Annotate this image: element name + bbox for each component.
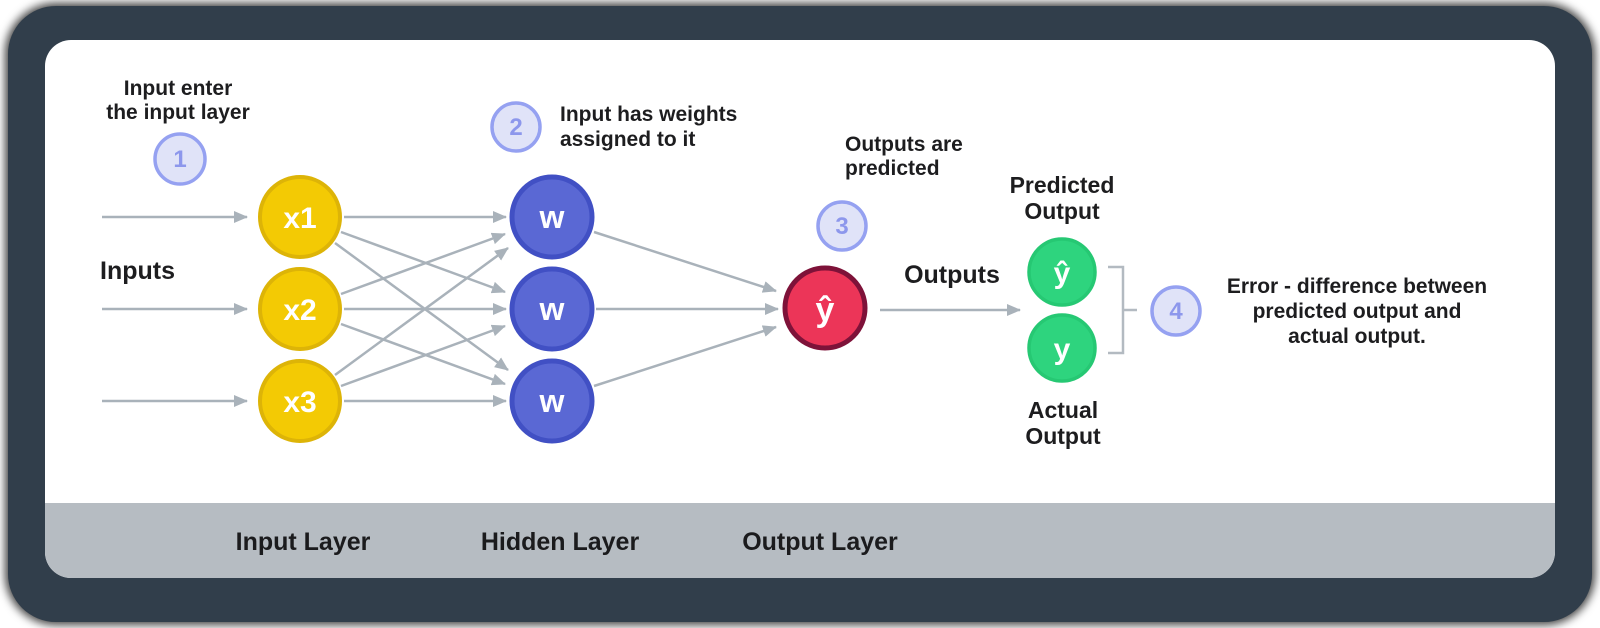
input-node-x2: [258, 267, 342, 351]
predicted-output-node: [1027, 237, 1097, 307]
connection-line: [593, 230, 777, 293]
step-3-badge: [816, 200, 868, 252]
step-4-badge: [1150, 285, 1202, 337]
step-2-badge: [490, 101, 542, 153]
predicted-output-label: Output: [1024, 198, 1100, 224]
step-4-label: predicted output and: [1253, 300, 1462, 323]
step-4-label: Error - difference between: [1227, 275, 1487, 298]
result-nodes: ŷ y: [1027, 237, 1097, 383]
hidden-node-w3-label: w: [539, 383, 565, 419]
hidden-node-w2: [509, 266, 595, 352]
output-node-yhat: [782, 265, 868, 351]
predicted-output-node-label: ŷ: [1054, 257, 1071, 290]
output-node-yhat-label: ŷ: [816, 291, 835, 329]
layer-legend-bar: [45, 503, 1555, 578]
input-node-x2-label: x2: [283, 294, 316, 327]
footer-label-output-layer: Output Layer: [742, 528, 898, 556]
comparison-bracket: [1108, 265, 1137, 355]
step-4-number: 4: [1169, 298, 1183, 325]
output-node-group: ŷ: [782, 265, 868, 351]
step-1-label: Input enter: [124, 77, 233, 100]
step-3-number: 3: [835, 213, 848, 240]
input-to-hidden-connections: [334, 211, 509, 407]
connection-line: [593, 325, 777, 388]
connection-line: [334, 241, 509, 372]
step-2-number: 2: [509, 114, 522, 141]
annotations: Input enter the input layer Input has we…: [100, 77, 1487, 449]
connection-line: [340, 322, 506, 386]
actual-output-label: Output: [1025, 423, 1101, 449]
inputs-label: Inputs: [100, 257, 175, 285]
step-1-label: the input layer: [106, 101, 250, 124]
footer-labels: Input Layer Hidden Layer Output Layer: [236, 528, 898, 556]
step-1-number: 1: [173, 146, 186, 173]
bracket-shape: [1108, 265, 1125, 355]
input-layer-nodes: x1 x2 x3: [258, 175, 342, 443]
input-node-x3-label: x3: [283, 386, 316, 419]
input-arrows: [102, 211, 248, 407]
hidden-node-w1: [509, 174, 595, 260]
hidden-to-output-connections: [593, 230, 779, 388]
connection-line: [340, 232, 506, 296]
step-4-label: actual output.: [1288, 325, 1426, 348]
step-badges: 1 2 3 4: [153, 101, 1202, 337]
footer-label-hidden-layer: Hidden Layer: [481, 528, 640, 556]
hidden-node-w3: [509, 358, 595, 444]
hidden-layer-nodes: w w w: [509, 174, 595, 444]
predicted-output-label: Predicted: [1010, 172, 1115, 198]
input-node-x1-label: x1: [283, 202, 316, 235]
actual-output-label: Actual: [1028, 397, 1098, 423]
step-2-label: Input has weights: [560, 103, 737, 126]
step-3-label: Outputs are: [845, 133, 963, 156]
actual-output-node: [1027, 313, 1097, 383]
hidden-node-w2-label: w: [539, 291, 565, 327]
connection-line: [340, 230, 506, 294]
outputs-label: Outputs: [904, 261, 1000, 289]
connection-line: [340, 324, 506, 388]
step-2-label: assigned to it: [560, 128, 695, 151]
input-node-x3: [258, 359, 342, 443]
hidden-node-w1-label: w: [539, 199, 565, 235]
step-3-label: predicted: [845, 157, 940, 180]
connection-line: [334, 246, 509, 377]
footer-label-input-layer: Input Layer: [236, 528, 371, 556]
step-1-badge: [153, 132, 207, 186]
actual-output-node-label: y: [1054, 333, 1071, 366]
input-node-x1: [258, 175, 342, 259]
